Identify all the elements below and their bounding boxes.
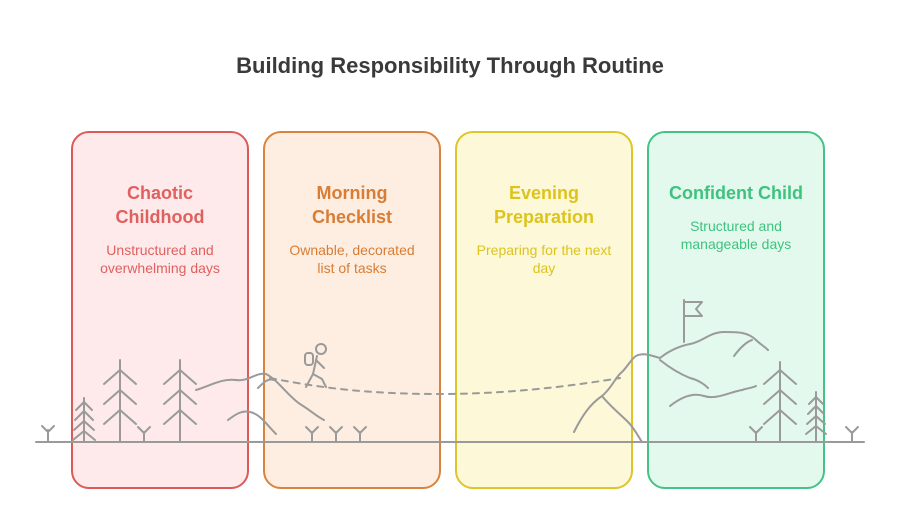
tree-icon	[103, 359, 137, 443]
pine-tree-icon	[72, 397, 96, 443]
hill-icon	[195, 372, 325, 421]
grass-icon	[137, 426, 151, 443]
stage-title: Confident Child	[669, 183, 803, 203]
grass-icon	[305, 426, 319, 443]
tree-icon	[163, 359, 197, 443]
dashed-trail	[269, 377, 621, 395]
grass-icon	[353, 426, 367, 443]
mountain-icon	[601, 395, 643, 443]
stage-description: Ownable, decorated list of tasks	[289, 242, 415, 276]
mountain-icon	[669, 385, 757, 407]
grass-icon	[329, 426, 343, 443]
stage-card-confident-child: Confident Child Structured and manageabl…	[647, 131, 825, 489]
stage-description: Structured and manageable days	[680, 218, 792, 252]
grass-icon	[41, 425, 55, 443]
mountain-icon	[659, 359, 709, 389]
tree-icon	[763, 361, 797, 443]
mountain-icon	[573, 353, 661, 433]
grass-icon	[845, 426, 859, 443]
mountain-icon	[659, 331, 769, 359]
stage-card-chaotic-childhood: Chaotic Childhood Unstructured and overw…	[71, 131, 249, 489]
stage-title: Morning Checklist	[311, 183, 393, 227]
stage-description: Unstructured and overwhelming days	[100, 242, 220, 276]
hiker-icon	[304, 343, 327, 388]
stage-description: Preparing for the next day	[476, 242, 612, 276]
diagram-title: Building Responsibility Through Routine	[236, 53, 664, 78]
stage-card-morning-checklist: Morning Checklist Ownable, decorated lis…	[263, 131, 441, 489]
mountain-icon	[733, 339, 753, 357]
hill-icon	[227, 410, 277, 435]
stage-card-evening-preparation: Evening Preparation Preparing for the ne…	[455, 131, 633, 489]
hill-icon	[257, 378, 275, 389]
stage-title: Evening Preparation	[493, 183, 595, 227]
stage-title: Chaotic Childhood	[115, 183, 205, 227]
pine-tree-icon	[805, 391, 827, 443]
flag-icon	[683, 299, 703, 343]
grass-icon	[749, 426, 763, 443]
